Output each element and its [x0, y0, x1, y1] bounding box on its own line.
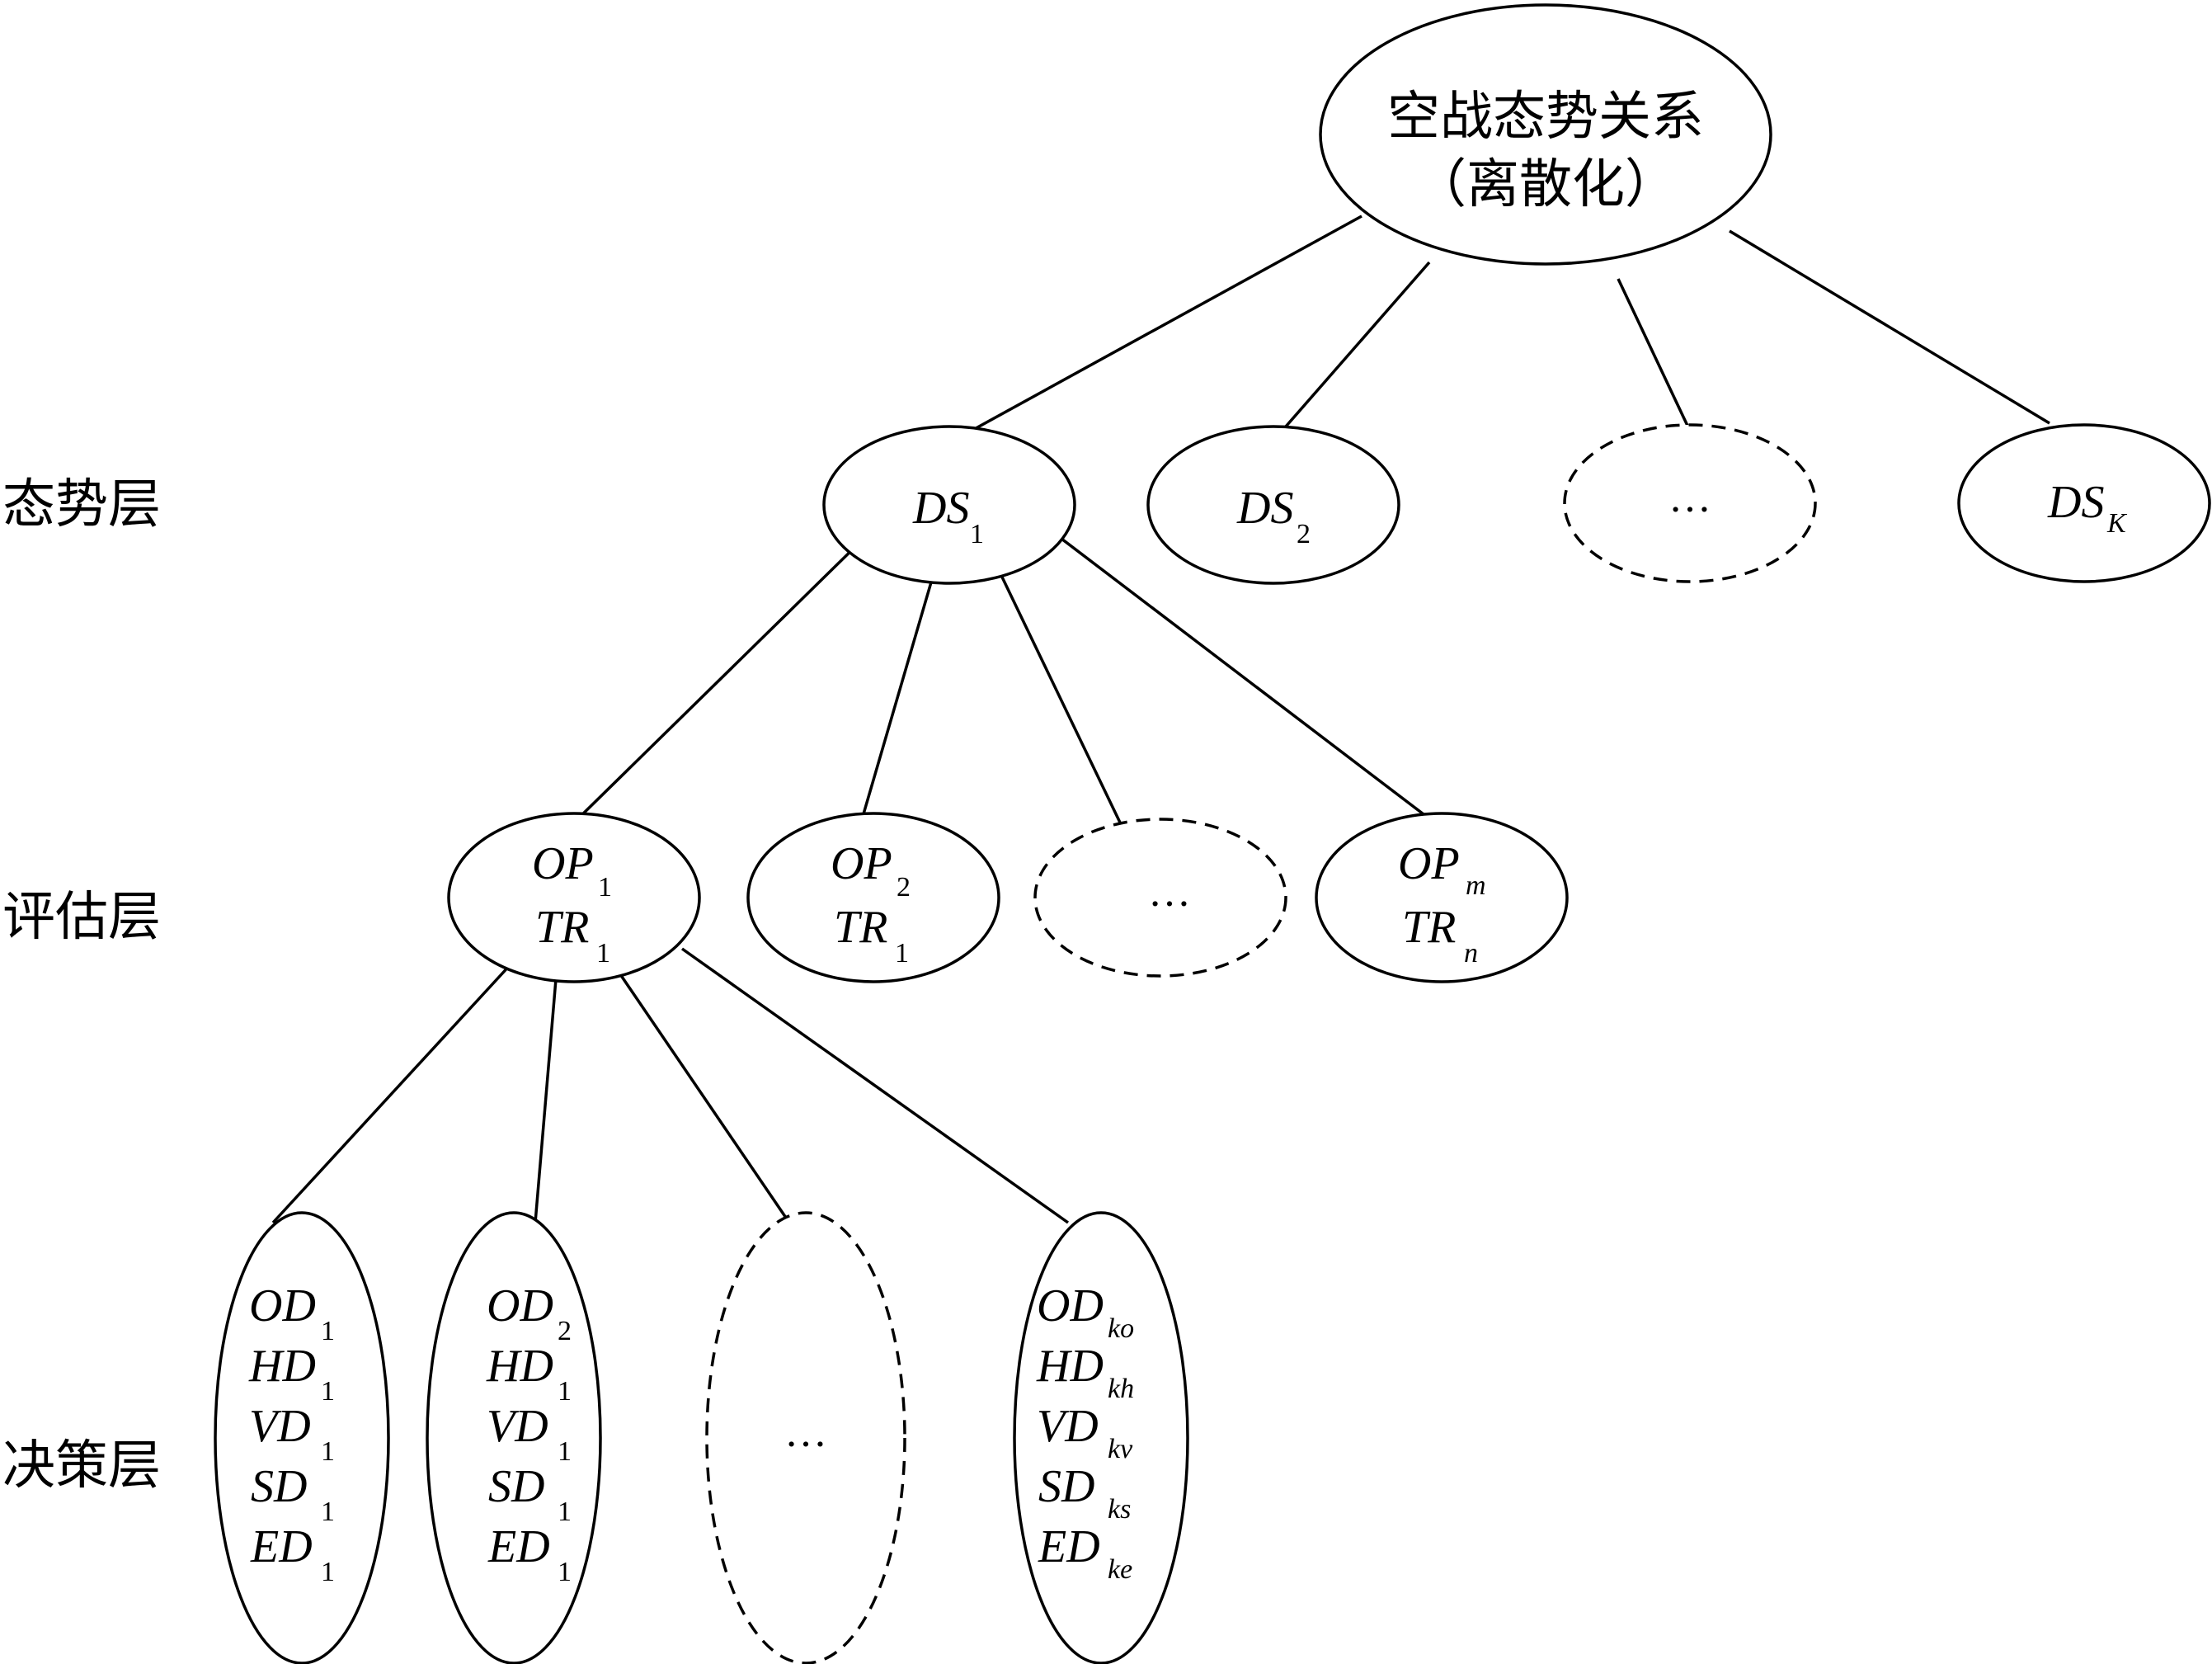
- edge-ds1-op1: [570, 535, 868, 827]
- layer-label-decision: 决策层: [2, 1435, 161, 1497]
- root-node: 空战态势关系 （离散化）: [1319, 3, 1772, 266]
- edge-op1-d2: [534, 978, 558, 1223]
- svg-text:TR: TR: [834, 902, 887, 953]
- edge-root-ds2: [1278, 261, 1431, 435]
- evaluation-node-2: OP 2 TR 1: [746, 812, 1000, 983]
- edges: [271, 214, 2050, 1224]
- svg-text:TR: TR: [1402, 902, 1456, 953]
- evaluation-node-ellipsis: …: [1033, 818, 1287, 978]
- situation-node-k: DS K: [1957, 423, 2211, 583]
- svg-text:2: 2: [897, 872, 911, 903]
- svg-text:ko: ko: [1108, 1313, 1134, 1344]
- decision-node-k: OD ko HD kh VD kv SD ks ED ke: [1013, 1211, 1189, 1664]
- svg-text:OD: OD: [1037, 1280, 1104, 1332]
- svg-text:1: 1: [321, 1376, 335, 1407]
- edge-root-ds-ellipsis: [1617, 278, 1690, 428]
- svg-text:1: 1: [558, 1376, 572, 1407]
- svg-text:SD: SD: [251, 1461, 307, 1512]
- edge-ds1-opm: [1046, 526, 1428, 818]
- svg-text:…: …: [1148, 869, 1191, 916]
- svg-text:ED: ED: [487, 1521, 550, 1572]
- edge-op1-d-ellipsis: [617, 971, 791, 1223]
- edge-root-ds1: [962, 214, 1362, 437]
- svg-text:OP: OP: [1398, 838, 1460, 889]
- evaluation-node-m: OP m TR n: [1315, 812, 1569, 983]
- svg-text:m: m: [1466, 870, 1486, 901]
- evaluation-node-1: OP 1 TR 1: [447, 812, 701, 983]
- edge-op1-d1: [271, 962, 513, 1224]
- svg-text:TR: TR: [535, 902, 589, 953]
- svg-text:2: 2: [558, 1316, 572, 1346]
- svg-text:OP: OP: [831, 838, 892, 889]
- edge-ds1-op2: [861, 550, 942, 818]
- svg-text:K: K: [2106, 508, 2128, 539]
- svg-text:VD: VD: [249, 1401, 311, 1452]
- svg-text:n: n: [1464, 938, 1478, 969]
- svg-text:ED: ED: [250, 1521, 313, 1572]
- svg-text:1: 1: [321, 1436, 335, 1467]
- svg-text:HD: HD: [486, 1341, 553, 1392]
- svg-text:OP: OP: [532, 838, 594, 889]
- edge-op1-dk: [680, 947, 1070, 1224]
- svg-text:1: 1: [321, 1557, 335, 1587]
- svg-text:1: 1: [895, 938, 909, 969]
- svg-text:1: 1: [596, 938, 610, 969]
- svg-text:HD: HD: [1036, 1341, 1104, 1392]
- decision-node-2: OD 2 HD 1 VD 1 SD 1 ED 1: [426, 1211, 602, 1664]
- root-title: 空战态势关系: [1387, 87, 1704, 148]
- svg-text:…: …: [784, 1409, 827, 1456]
- svg-text:2: 2: [1297, 519, 1311, 549]
- svg-text:VD: VD: [487, 1401, 548, 1452]
- svg-text:ED: ED: [1038, 1521, 1100, 1572]
- svg-text:1: 1: [558, 1557, 572, 1587]
- svg-text:HD: HD: [248, 1341, 316, 1392]
- svg-text:ks: ks: [1108, 1494, 1131, 1525]
- svg-text:1: 1: [970, 519, 984, 549]
- root-subtitle: （离散化）: [1414, 154, 1678, 215]
- layer-label-evaluation: 评估层: [2, 887, 161, 948]
- decision-node-ellipsis: …: [705, 1211, 906, 1664]
- svg-text:DS: DS: [1236, 483, 1293, 534]
- svg-text:1: 1: [558, 1436, 572, 1467]
- svg-text:ke: ke: [1108, 1554, 1132, 1585]
- edge-ds1-op-ellipsis: [986, 545, 1122, 823]
- edge-root-dsk: [1729, 229, 2050, 425]
- svg-text:DS: DS: [2047, 477, 2104, 528]
- svg-text:kv: kv: [1108, 1434, 1133, 1464]
- decision-node-1: OD 1 HD 1 VD 1 SD 1 ED 1: [214, 1211, 390, 1664]
- svg-text:DS: DS: [912, 483, 969, 534]
- svg-text:SD: SD: [488, 1461, 544, 1512]
- svg-text:…: …: [1668, 474, 1711, 521]
- situation-node-ellipsis: …: [1563, 423, 1817, 583]
- svg-text:1: 1: [321, 1497, 335, 1527]
- svg-text:1: 1: [558, 1497, 572, 1527]
- svg-text:OD: OD: [487, 1280, 553, 1332]
- situation-node-1: DS 1: [822, 425, 1076, 585]
- svg-text:OD: OD: [249, 1280, 316, 1332]
- svg-text:1: 1: [321, 1316, 335, 1346]
- situation-node-2: DS 2: [1146, 425, 1400, 585]
- svg-text:VD: VD: [1037, 1401, 1099, 1452]
- svg-text:1: 1: [598, 872, 612, 903]
- svg-text:kh: kh: [1108, 1374, 1134, 1404]
- svg-text:SD: SD: [1038, 1461, 1094, 1512]
- layer-label-situation: 态势层: [2, 474, 161, 535]
